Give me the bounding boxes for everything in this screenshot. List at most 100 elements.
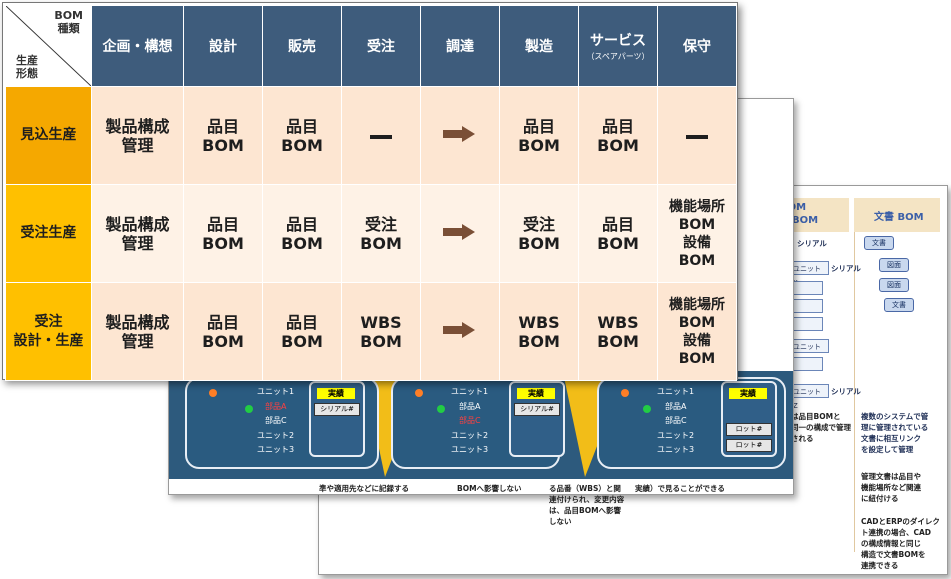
col-header-sales: 販売 (262, 5, 342, 87)
matrix-cell (420, 86, 500, 185)
cell-text-line: BOM (281, 233, 323, 253)
back-note-right-1: 複数のシステムで管 (861, 412, 929, 421)
p3-unit1: ユニット1 (657, 387, 695, 396)
matrix-cell (341, 86, 421, 185)
p3-unit3: ユニット3 (657, 445, 695, 454)
dash-icon (686, 134, 708, 139)
right-arrow-icon (443, 321, 477, 338)
dash-icon (370, 134, 392, 139)
row-header-line1: 受注生産 (20, 225, 77, 241)
p1-unit1: ユニット1 (257, 387, 295, 396)
cell-text-line: WBS (360, 312, 402, 332)
cell-text-line: BOM (360, 331, 402, 351)
col-header-planning: 企画・構想 (91, 5, 184, 87)
p2-unit2: ユニット2 (451, 431, 489, 440)
cell-text-line: 受注 (364, 214, 397, 234)
cell-text-line: 受注 (522, 214, 555, 234)
mid-note-3: る品番（WBS）と関連付けられ、変更内容は、品目BOMへ影響しない (549, 484, 625, 526)
doc-chip-2: 図面 (879, 258, 909, 272)
col-header-design: 設計 (183, 5, 263, 87)
unit-box-z-label: ユニットZ (793, 388, 821, 410)
p1-partC: 部品C (265, 416, 287, 425)
back-note-r2-3: に紐付ける (861, 494, 899, 503)
cell-text-line: BOM (202, 331, 244, 351)
cell-text-line: BOM (202, 135, 244, 155)
matrix-cell: 製品構成管理 (91, 282, 184, 381)
cell-text-line: BOM (518, 331, 560, 351)
unit-box-z: ユニットZ (789, 384, 829, 410)
node-orange-2 (415, 389, 423, 397)
row-header-line2: 設計・生産 (13, 332, 84, 349)
back-note-r2-1: 管理文書は品目や (861, 472, 921, 481)
col-label: 調達 (446, 39, 474, 55)
cell-text-line: BOM (678, 252, 716, 269)
back-col-divider (854, 232, 855, 552)
front-slide: BOM 種類 生産 形態 企画・構想 設計 販売 受注 調達 製造 サービス （… (2, 2, 738, 381)
cell-text-line: 管理 (121, 233, 154, 253)
back-note-right-4: を設定して管理 (861, 445, 914, 454)
doc-chip-4: 文書 (884, 298, 914, 312)
cell-text-line: 品目 (285, 312, 318, 332)
cell-text-line: 製品構成 (105, 214, 170, 234)
item-box-2 (793, 299, 823, 313)
row-header: 見込生産 (5, 86, 92, 185)
right-arrow-icon (443, 125, 477, 142)
p1-partA: 部品A (265, 402, 287, 411)
back-note-left-1: は品目BOMと (791, 412, 841, 421)
col-header-procurement: 調達 (420, 5, 500, 87)
col-sublabel: （スペアパーツ） (586, 52, 650, 61)
cell-text-line: WBS (518, 312, 560, 332)
p3-unit2: ユニット2 (657, 431, 695, 440)
corner-bottom-line1: 生産 (16, 54, 38, 67)
serial-label-1: シリアル (797, 239, 827, 248)
cell-text-line: BOM (597, 233, 639, 253)
back-note-r3-1: CADとERPのダイレク (861, 517, 940, 526)
cell-text-line: 品目 (206, 312, 239, 332)
serial-2: シリアル# (514, 403, 560, 416)
corner-bom-type: BOM 種類 (54, 9, 83, 35)
cell-text-line: 製品構成 (105, 312, 170, 332)
matrix-cell: 製品構成管理 (91, 184, 184, 283)
cell-text-line: 機能場所 (669, 198, 725, 215)
back-note-r3-3: の構成情報と同じ (861, 539, 921, 548)
col-label: 製造 (525, 39, 553, 55)
serial-label-3: シリアル (831, 387, 861, 396)
back-note-left: は品目BOMと 同一の構成で管理 される (791, 411, 851, 444)
back-header-right-label: 文書 BOM (874, 212, 924, 223)
back-note-r3-4: 構造で文書BOMを (861, 550, 926, 559)
cell-text-line: BOM (518, 135, 560, 155)
col-label: 販売 (288, 39, 316, 55)
col-header-service: サービス （スペアパーツ） (578, 5, 658, 87)
back-note-right-3: CADとERPのダイレク ト連携の場合、CAD の構成情報と同じ 構造で文書BO… (861, 516, 943, 571)
doc-chip-1: 文書 (864, 236, 894, 250)
serial-label-2: シリアル (831, 264, 861, 273)
col-label: 保守 (683, 39, 711, 55)
back-note-left-2: 同一の構成で管理 (791, 423, 851, 432)
jitsu-label-1: 実績 (317, 388, 355, 399)
serial-1: シリアル# (314, 403, 360, 416)
col-label: 企画・構想 (102, 39, 173, 55)
row-header: 受注生産 (5, 184, 92, 283)
matrix-cell: 製品構成管理 (91, 86, 184, 185)
back-note-left-3: される (791, 434, 814, 443)
p2-unit1: ユニット1 (451, 387, 489, 396)
node-orange-3 (621, 389, 629, 397)
jitsu-box-2: 実績 シリアル# (509, 381, 565, 457)
p3-partC: 部品C (665, 416, 687, 425)
cell-text-line: WBS (597, 312, 639, 332)
p3-partA: 部品A (665, 402, 687, 411)
cell-text-line: 機能場所 (669, 296, 725, 313)
p2-unit3: ユニット3 (451, 445, 489, 454)
